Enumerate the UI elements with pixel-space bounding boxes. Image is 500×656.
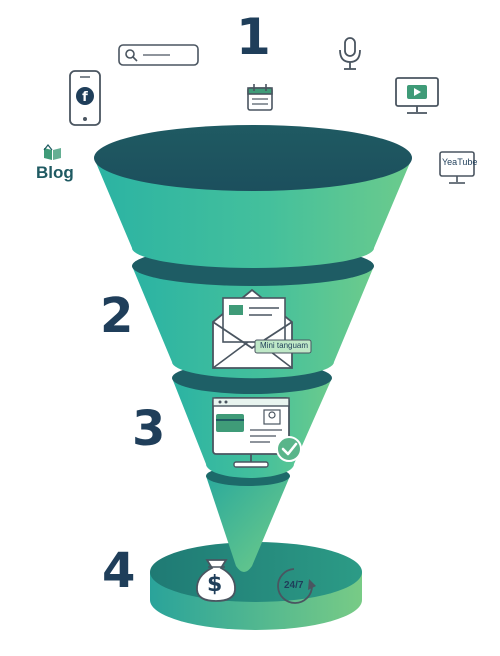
smartphone-facebook-icon: f — [69, 70, 101, 126]
funnel-segment-1 — [94, 125, 412, 268]
stage-number-4: 4 — [102, 543, 136, 599]
money-symbol: $ — [207, 572, 223, 597]
clock-24-7-icon — [277, 568, 316, 604]
search-bar-icon — [118, 44, 199, 66]
calendar-icon — [247, 84, 273, 111]
youtube-monitor-icon — [439, 151, 475, 184]
money-bag-icon — [196, 559, 236, 602]
stage-number-3: 3 — [132, 401, 166, 457]
checkmark-icon — [276, 436, 302, 462]
svg-text:f: f — [82, 90, 88, 105]
blog-label: Blog — [36, 163, 74, 182]
stage-number-2: 2 — [100, 288, 134, 344]
video-monitor-icon — [395, 77, 439, 114]
email-tag-label: Mini tanguam — [260, 341, 309, 350]
blog-icon — [43, 144, 61, 160]
email-envelope-icon — [212, 288, 312, 369]
clock-24-7-label: 24/7 — [284, 580, 304, 591]
computer-checkout-icon — [212, 397, 290, 468]
youtube-label: YeaTube — [442, 157, 478, 167]
stage-number-1: 1 — [236, 8, 271, 66]
microphone-icon — [339, 37, 361, 70]
